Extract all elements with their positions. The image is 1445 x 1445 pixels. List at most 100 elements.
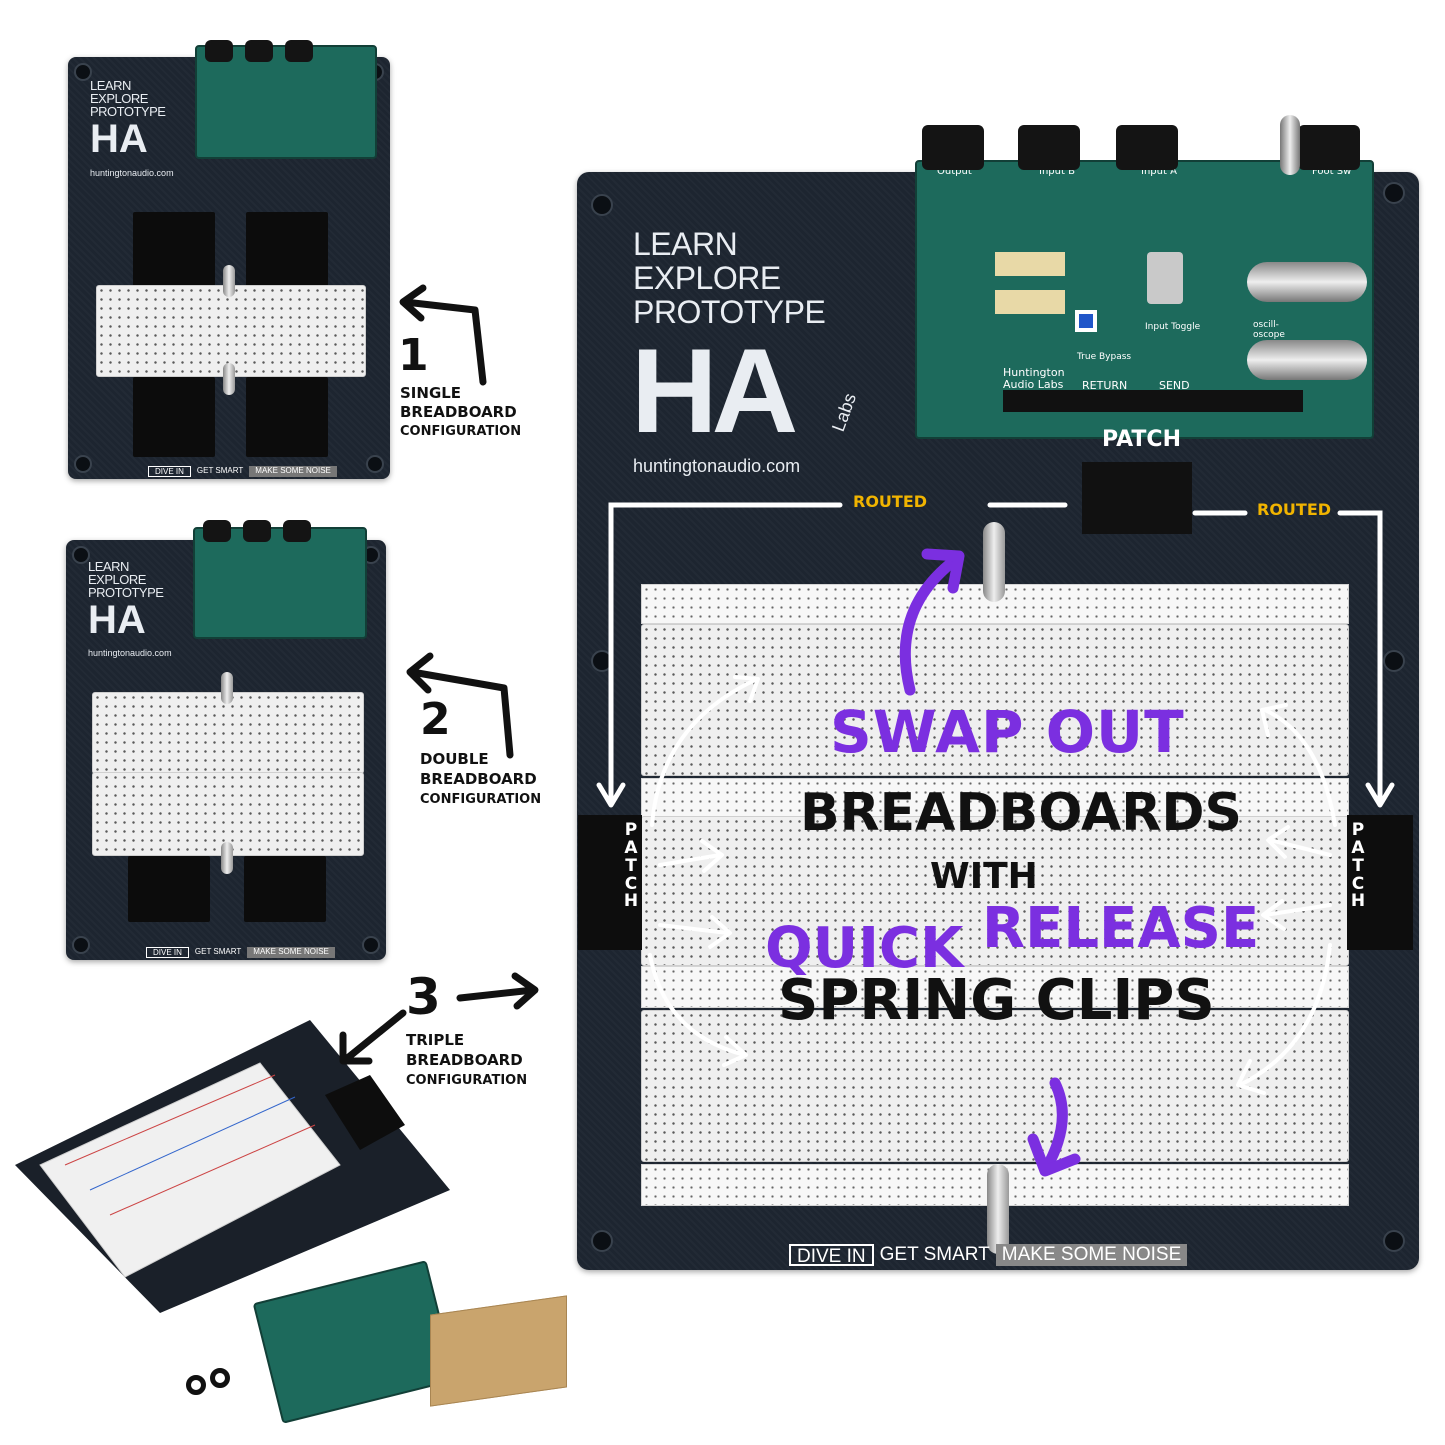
relay [995, 290, 1065, 314]
footer-get-smart: GET SMART [879, 1244, 990, 1265]
logo-line3: PROTOTYPE [633, 294, 826, 330]
footer-get-smart: GET SMART [196, 466, 244, 475]
screw [1383, 1230, 1405, 1252]
screw [591, 1230, 613, 1252]
config-3-label-line3: CONFIGURATION [406, 1073, 528, 1088]
pcb-module [195, 45, 377, 159]
spring-clips-text: SPRING CLIPS [778, 968, 1215, 1033]
logo-line2: EXPLORE [88, 572, 146, 587]
audio-jack [283, 520, 311, 542]
logo-line3: PROTOTYPE [88, 585, 164, 600]
logo-mark: HA [90, 117, 148, 161]
logo-line1: LEARN [633, 226, 738, 262]
audio-jack [1018, 125, 1080, 170]
logo-line1: LEARN [88, 559, 129, 574]
patch-connector-center [1082, 462, 1192, 534]
logo-mark: HA [631, 324, 798, 458]
audio-jack [1116, 125, 1178, 170]
quick-text: QUICK [765, 916, 964, 981]
pcb-brand-label: Huntington Audio Labs [1003, 366, 1065, 392]
patch-vertical-label-right: PATCH [1350, 820, 1366, 912]
pcb-input-a-label: Input A [1141, 166, 1177, 177]
screw [591, 194, 613, 216]
pcb-module-main: Output Input B Input A Foot Sw True Bypa… [915, 160, 1374, 452]
curved-arrows [648, 675, 1337, 1095]
spring-clip [221, 672, 233, 704]
velcro-pad [133, 377, 215, 457]
relay [995, 252, 1065, 276]
screw [72, 546, 90, 564]
patch-header-right [1347, 815, 1413, 950]
rubber-ring [210, 1368, 230, 1388]
toggle-switch [1280, 115, 1300, 175]
audio-jack [1298, 125, 1360, 170]
patch-header-left [578, 815, 642, 950]
breadboard-power-rail [641, 778, 1349, 818]
breadboards-text: BREADBOARDS [800, 783, 1242, 843]
footer-get-smart: GET SMART [194, 947, 242, 956]
audio-jack [285, 40, 313, 62]
spring-clip [223, 265, 235, 297]
config-3-label-line2: BREADBOARD [406, 1051, 523, 1069]
toggle-switch [1147, 252, 1183, 304]
with-text: WITH [930, 856, 1038, 897]
bnc-connector [1247, 340, 1367, 380]
footer-dive-in: DIVE IN [148, 466, 191, 477]
velcro-pad [128, 856, 210, 922]
pcb-input-b-label: Input B [1039, 166, 1075, 177]
routed-label-left: ROUTED [853, 492, 928, 511]
pcb-send-label: SEND [1159, 379, 1190, 392]
pcb-oscilloscope-label: oscill- oscope [1253, 320, 1285, 340]
website-text: huntingtonaudio.com [90, 168, 174, 178]
spring-clip [221, 842, 233, 874]
config-1-label-line2: BREADBOARD [400, 403, 517, 421]
config-2-label-line3: CONFIGURATION [420, 792, 542, 807]
patch-vertical-label-left: PATCH [623, 820, 639, 912]
arrow-config-3-left [339, 1009, 407, 1065]
breadboard [96, 285, 366, 377]
screw [362, 936, 380, 954]
screw [1383, 650, 1405, 672]
pcb-true-bypass-label: True Bypass [1077, 352, 1132, 362]
routed-lines [596, 502, 1395, 808]
audio-jack [243, 520, 271, 542]
audio-jack [922, 125, 984, 170]
routed-label-right: ROUTED [1257, 500, 1332, 519]
config-3-label-line1: TRIPLE [406, 1031, 465, 1049]
pcb-foot-sw-label: Foot Sw [1312, 166, 1352, 177]
footer-slogan: DIVE IN GET SMART MAKE SOME NOISE [146, 947, 335, 958]
arrow-config-3-right [456, 972, 539, 1010]
breadboard-2 [641, 816, 1349, 966]
velcro-pad [244, 856, 326, 922]
config-1-label-line1: SINGLE [400, 384, 462, 402]
config-3-number: 3 [406, 968, 441, 1026]
footer-slogan: DIVE IN GET SMART MAKE SOME NOISE [789, 1244, 1188, 1267]
product-box [430, 1295, 567, 1407]
breadboard [92, 692, 364, 774]
patch-header-pcb [1003, 390, 1303, 412]
board-triple-config [10, 1015, 450, 1315]
screw [72, 936, 90, 954]
website-text: huntingtonaudio.com [633, 456, 801, 476]
breadboard-1 [641, 624, 1349, 776]
audio-jack [205, 40, 233, 62]
logo-line2: EXPLORE [633, 260, 781, 296]
screw [1383, 182, 1405, 204]
release-text: RELEASE [982, 896, 1260, 961]
rubber-ring [186, 1375, 206, 1395]
audio-jack [245, 40, 273, 62]
spring-clip-bottom [987, 1164, 1009, 1254]
velcro-pad [246, 377, 328, 457]
breadboard-power-rail [641, 966, 1349, 1008]
pcb-patch-label: PATCH [1102, 427, 1181, 452]
logo-line1: LEARN [90, 78, 131, 93]
logo-labs-text: Labs [827, 390, 861, 435]
screw [74, 63, 92, 81]
audio-jack [203, 520, 231, 542]
footer-make-noise: MAKE SOME NOISE [247, 947, 335, 958]
arrow-config-1 [399, 284, 487, 386]
logo-line3: PROTOTYPE [90, 104, 166, 119]
pcb-output-label: Output [937, 166, 972, 177]
footer-make-noise: MAKE SOME NOISE [995, 1244, 1188, 1266]
footer-dive-in: DIVE IN [146, 947, 189, 958]
